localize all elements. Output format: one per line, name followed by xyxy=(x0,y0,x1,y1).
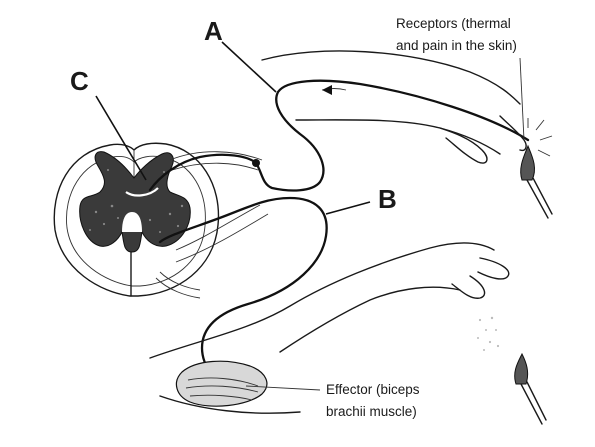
receptors-label-line2: and pain in the skin) xyxy=(396,38,517,53)
upper-arm xyxy=(261,50,527,164)
ventral-root-lower xyxy=(175,213,269,263)
label-c: C xyxy=(70,66,89,96)
upper-flame-icon xyxy=(520,118,553,219)
spinal-cord-cross-section xyxy=(53,142,220,297)
central-notch xyxy=(122,212,142,232)
upper-arm-top-edge xyxy=(261,50,521,105)
label-a-leader xyxy=(221,41,277,93)
biceps-muscle xyxy=(175,360,268,407)
interneuron-path xyxy=(125,187,159,197)
spinal-cord-outline xyxy=(53,142,220,297)
label-c-leader xyxy=(95,95,147,181)
label-b: B xyxy=(378,184,397,214)
effector-label-line2: brachii muscle) xyxy=(326,404,417,419)
direction-arrow-icon xyxy=(322,85,332,95)
muscle-striations xyxy=(185,377,259,401)
upper-arm-bottom-edge xyxy=(295,119,501,155)
lower-arm-underside xyxy=(159,395,301,414)
pain-spark-rays xyxy=(527,118,553,157)
dorsal-root-upper xyxy=(169,151,263,161)
effector-label-line1: Effector (biceps xyxy=(326,382,420,397)
lower-hand-finger-1 xyxy=(477,257,510,280)
root-fibers xyxy=(159,271,201,291)
lower-flame-icon xyxy=(514,352,547,425)
label-a: A xyxy=(204,16,223,46)
receptors-label-line1: Receptors (thermal xyxy=(396,16,511,31)
motor-neuron xyxy=(158,196,328,380)
root-fibers-2 xyxy=(155,277,201,299)
grey-matter-texture xyxy=(89,169,184,233)
upper-hand-fingertip xyxy=(499,115,527,152)
lower-arm xyxy=(149,242,510,414)
lower-arm-top-edge xyxy=(149,242,495,359)
ventral-root-upper xyxy=(175,204,261,251)
effector-leader xyxy=(245,385,321,391)
dorsal-root-lower xyxy=(171,162,259,171)
lower-arm-bottom-edge xyxy=(279,286,461,353)
smudge-texture xyxy=(477,316,500,351)
upper-hand-fingers xyxy=(439,127,488,164)
sensory-neuron xyxy=(148,79,530,192)
lower-hand-finger-2 xyxy=(451,275,486,299)
receptors-leader xyxy=(519,57,525,141)
label-b-leader xyxy=(325,201,371,215)
